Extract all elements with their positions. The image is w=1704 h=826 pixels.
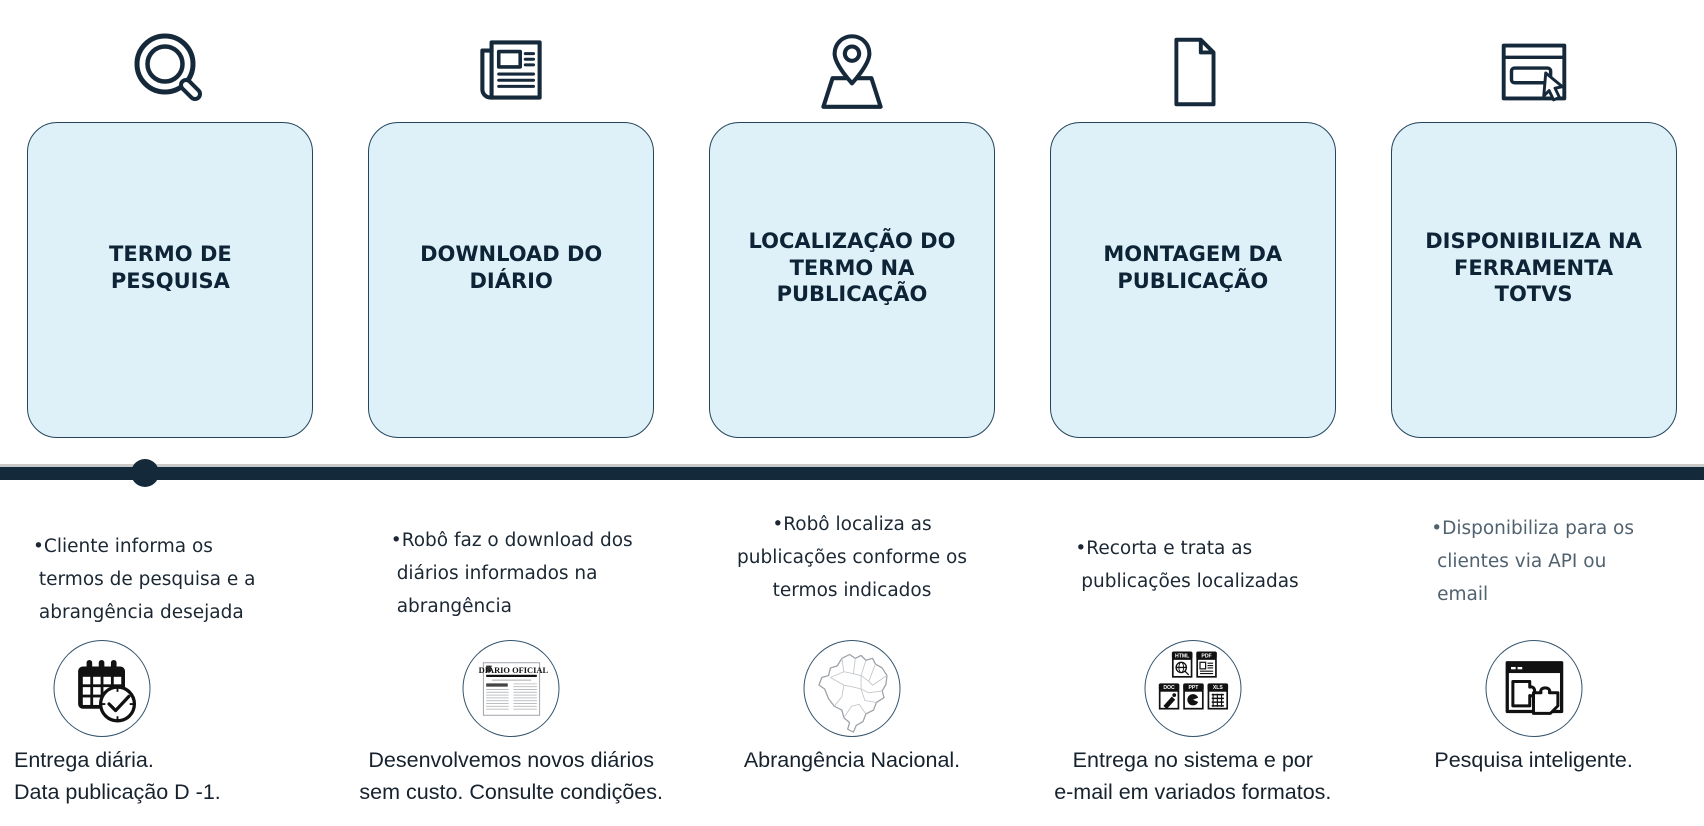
step-card: TERMO DE PESQUISA: [27, 122, 314, 438]
map-pin-icon: [806, 0, 898, 122]
step-card: MONTAGEM DA PUBLICAÇÃO: [1049, 122, 1336, 438]
newspaper-icon: [465, 0, 557, 122]
svg-text:PDF: PDF: [1202, 653, 1212, 659]
calendar-clock-icon: [53, 640, 151, 737]
step-column-montagem-da-publicacao: MONTAGEM DA PUBLICAÇÃO •Recorta e trata …: [1022, 0, 1363, 826]
step-column-localizacao-do-termo: LOCALIZAÇÃO DO TERMO NA PUBLICAÇÃO •Robô…: [682, 0, 1023, 826]
svg-text:PPT: PPT: [1189, 685, 1200, 691]
step-caption: Entrega diária. Data publicação D -1.: [14, 748, 221, 805]
browser-puzzle-icon: [1485, 640, 1583, 737]
diario-oficial-thumbnail: DIÁRIO OFICIAL: [462, 640, 560, 737]
brazil-map-icon: [803, 640, 901, 737]
step-column-disponibiliza-na-ferramenta: DISPONIBILIZA NA FERRAMENTA TOTVS •Dispo…: [1363, 0, 1704, 826]
step-column-termo-de-pesquisa: TERMO DE PESQUISA •Cliente informa os te…: [0, 0, 341, 826]
timeline-dot: [131, 459, 159, 487]
svg-text:HTML: HTML: [1175, 653, 1189, 659]
step-column-download-do-diario: DOWNLOAD DO DIÁRIO •Robô faz o download …: [341, 0, 682, 826]
step-title: DISPONIBILIZA NA FERRAMENTA TOTVS: [1425, 228, 1642, 307]
document-icon: [1149, 0, 1237, 122]
step-card: LOCALIZAÇÃO DO TERMO NA PUBLICAÇÃO: [708, 122, 995, 438]
file-formats-icon: HTML PDF: [1144, 640, 1242, 737]
step-description: •Robô localiza as publicações conforme o…: [737, 514, 967, 601]
step-description: •Disponibiliza para os clientes via API …: [1431, 518, 1635, 605]
step-title: DOWNLOAD DO DIÁRIO: [420, 242, 603, 293]
step-title: MONTAGEM DA PUBLICAÇÃO: [1103, 242, 1283, 293]
step-card: DOWNLOAD DO DIÁRIO: [368, 122, 655, 438]
browser-cursor-icon: [1490, 0, 1578, 122]
svg-text:DIÁRIO OFICIAL: DIÁRIO OFICIAL: [478, 665, 548, 675]
step-caption: Entrega no sistema e por e-mail em varia…: [1054, 748, 1332, 805]
svg-text:XLS: XLS: [1213, 685, 1224, 691]
step-caption: Abrangência Nacional.: [743, 748, 961, 772]
step-description: •Recorta e trata as publicações localiza…: [1075, 538, 1299, 592]
timeline-bar: [0, 464, 1704, 480]
step-description: •Robô faz o download dos diários informa…: [390, 530, 633, 617]
step-caption: Pesquisa inteligente.: [1434, 748, 1633, 772]
step-caption: Desenvolvemos novos diários sem custo. C…: [359, 748, 663, 805]
step-description: •Cliente informa os termos de pesquisa e…: [33, 536, 256, 623]
step-title: LOCALIZAÇÃO DO TERMO NA PUBLICAÇÃO: [748, 228, 956, 307]
svg-text:DOC: DOC: [1164, 685, 1176, 691]
step-title: TERMO DE PESQUISA: [109, 242, 232, 293]
step-card: DISPONIBILIZA NA FERRAMENTA TOTVS: [1390, 122, 1677, 438]
search-icon: [125, 0, 215, 122]
